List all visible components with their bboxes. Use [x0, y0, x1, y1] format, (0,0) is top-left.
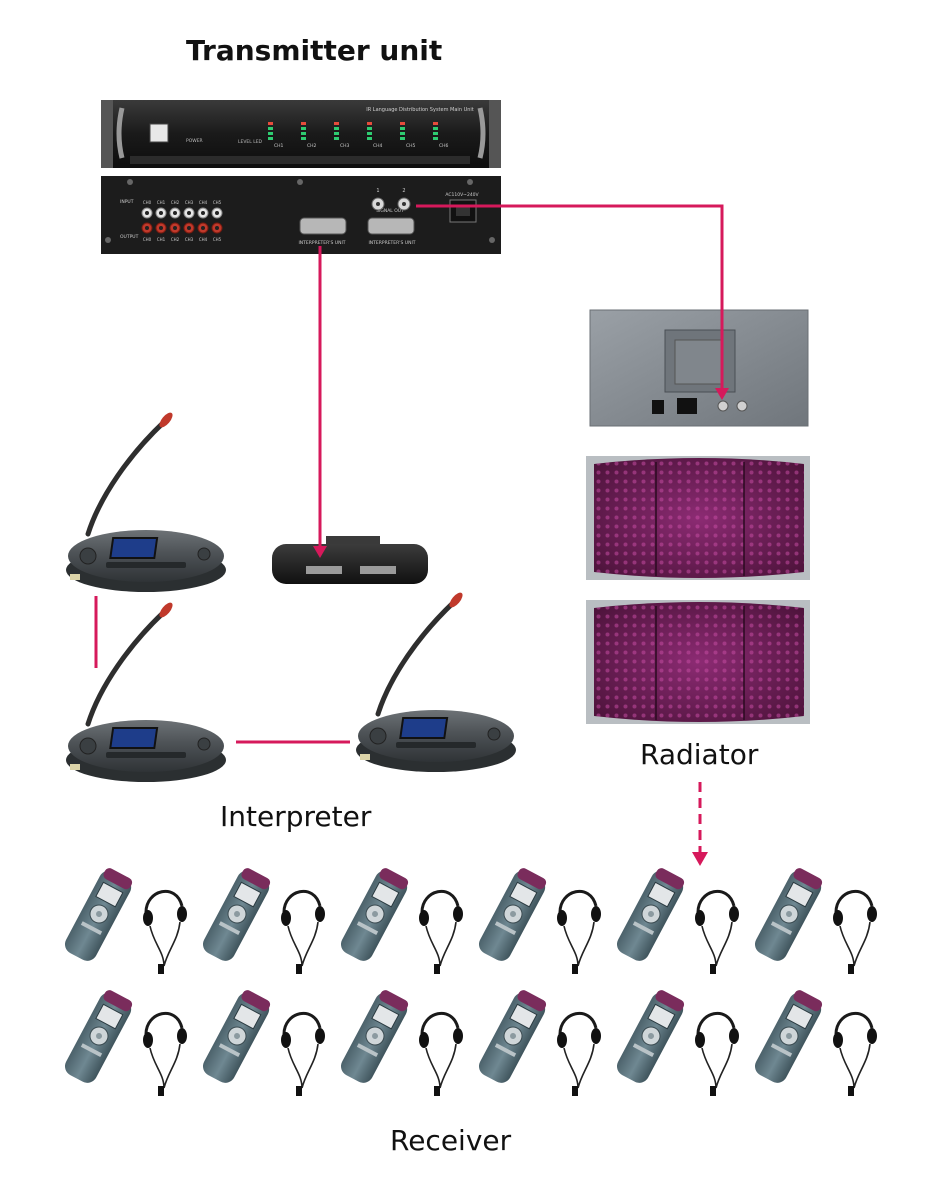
radiator-rear-panel — [589, 309, 809, 427]
interpreters-unit-label-2: INTERPRETER'S UNIT — [368, 240, 415, 246]
rca-label-bottom-3: CH3 — [185, 237, 194, 242]
rca-label-bottom-4: CH4 — [199, 237, 208, 242]
channel-label-5: CH5 — [406, 143, 416, 149]
interpreter-console-2 — [66, 601, 226, 782]
signal-out-label: SIGNAL OUT — [376, 208, 404, 214]
interpreter-hub — [272, 536, 428, 584]
level-label: LEVEL LED — [238, 139, 263, 145]
link-transmitter-to-radiator — [416, 204, 724, 394]
interpreter-db-connector — [299, 217, 347, 235]
channel-indicator-4: CH4 — [367, 122, 383, 149]
transmitter-rear-panel: INPUT OUTPUT CH0CH0CH1CH1CH2CH2CH3CH3CH4… — [101, 176, 501, 254]
interpreter-label: Interpreter — [220, 800, 372, 833]
receiver-unit-4 — [473, 863, 603, 976]
signal-port-2: 2 — [402, 188, 405, 194]
rca-label-bottom-5: CH5 — [213, 237, 222, 242]
rca-label-top-3: CH3 — [185, 200, 194, 205]
receiver-label: Receiver — [390, 1124, 512, 1157]
channel-label-1: CH1 — [274, 143, 284, 149]
channel-label-4: CH4 — [373, 143, 383, 149]
channel-label-2: CH2 — [307, 143, 317, 149]
transmitter-front-panel: IR Language Distribution System Main Uni… — [101, 100, 501, 168]
link-arrowhead-radiator — [715, 388, 729, 400]
channel-label-6: CH6 — [439, 143, 449, 149]
channel-indicator-5: CH5 — [400, 122, 416, 149]
rca-label-bottom-0: CH0 — [143, 237, 152, 242]
receiver-unit-5 — [611, 863, 741, 976]
rca-label-top-5: CH5 — [213, 200, 222, 205]
channel-indicator-2: CH2 — [301, 122, 317, 149]
receiver-unit-7 — [59, 985, 189, 1098]
main-unit-title: IR Language Distribution System Main Uni… — [366, 107, 474, 113]
receiver-unit-12 — [749, 985, 879, 1098]
channel-indicators: CH1 CH2 CH3 CH4 CH5 CH6 — [268, 122, 449, 149]
radiator-panel-2 — [586, 600, 810, 724]
radiator-label: Radiator — [640, 738, 759, 771]
channel-indicator-3: CH3 — [334, 122, 350, 149]
interpreter-console-3 — [356, 591, 516, 772]
rca-label-top-4: CH4 — [199, 200, 208, 205]
channel-label-3: CH3 — [340, 143, 350, 149]
signal-port-1: 1 — [376, 188, 379, 194]
rca-label-bottom-1: CH1 — [157, 237, 166, 242]
transmitter-label: Transmitter unit — [186, 34, 443, 67]
rca-label-top-2: CH2 — [171, 200, 180, 205]
receiver-unit-6 — [749, 863, 879, 976]
receiver-unit-3 — [335, 863, 465, 976]
receiver-grid — [59, 863, 879, 1098]
ac-power-label: AC110V~240V — [445, 192, 479, 198]
rear-output-label: OUTPUT — [120, 234, 139, 240]
rca-label-top-1: CH1 — [157, 200, 166, 205]
rca-label-bottom-2: CH2 — [171, 237, 180, 242]
connection-lines — [94, 204, 729, 866]
channel-indicator-1: CH1 — [268, 122, 284, 149]
rear-input-label: INPUT — [120, 199, 134, 205]
power-label: POWER — [186, 138, 203, 144]
receiver-unit-11 — [611, 985, 741, 1098]
receiver-unit-8 — [197, 985, 327, 1098]
link-arrowhead-hub — [313, 546, 327, 558]
receiver-unit-1 — [59, 863, 189, 976]
receiver-unit-2 — [197, 863, 327, 976]
rca-label-top-0: CH0 — [143, 200, 152, 205]
channel-indicator-6: CH6 — [433, 122, 449, 149]
interpreter-console-1 — [66, 411, 226, 592]
radiator-panel-1 — [586, 456, 810, 580]
receiver-unit-10 — [473, 985, 603, 1098]
receiver-unit-9 — [335, 985, 465, 1098]
link-arrowhead-receivers — [692, 852, 708, 866]
interpreters-unit-label: INTERPRETER'S UNIT — [298, 240, 345, 246]
